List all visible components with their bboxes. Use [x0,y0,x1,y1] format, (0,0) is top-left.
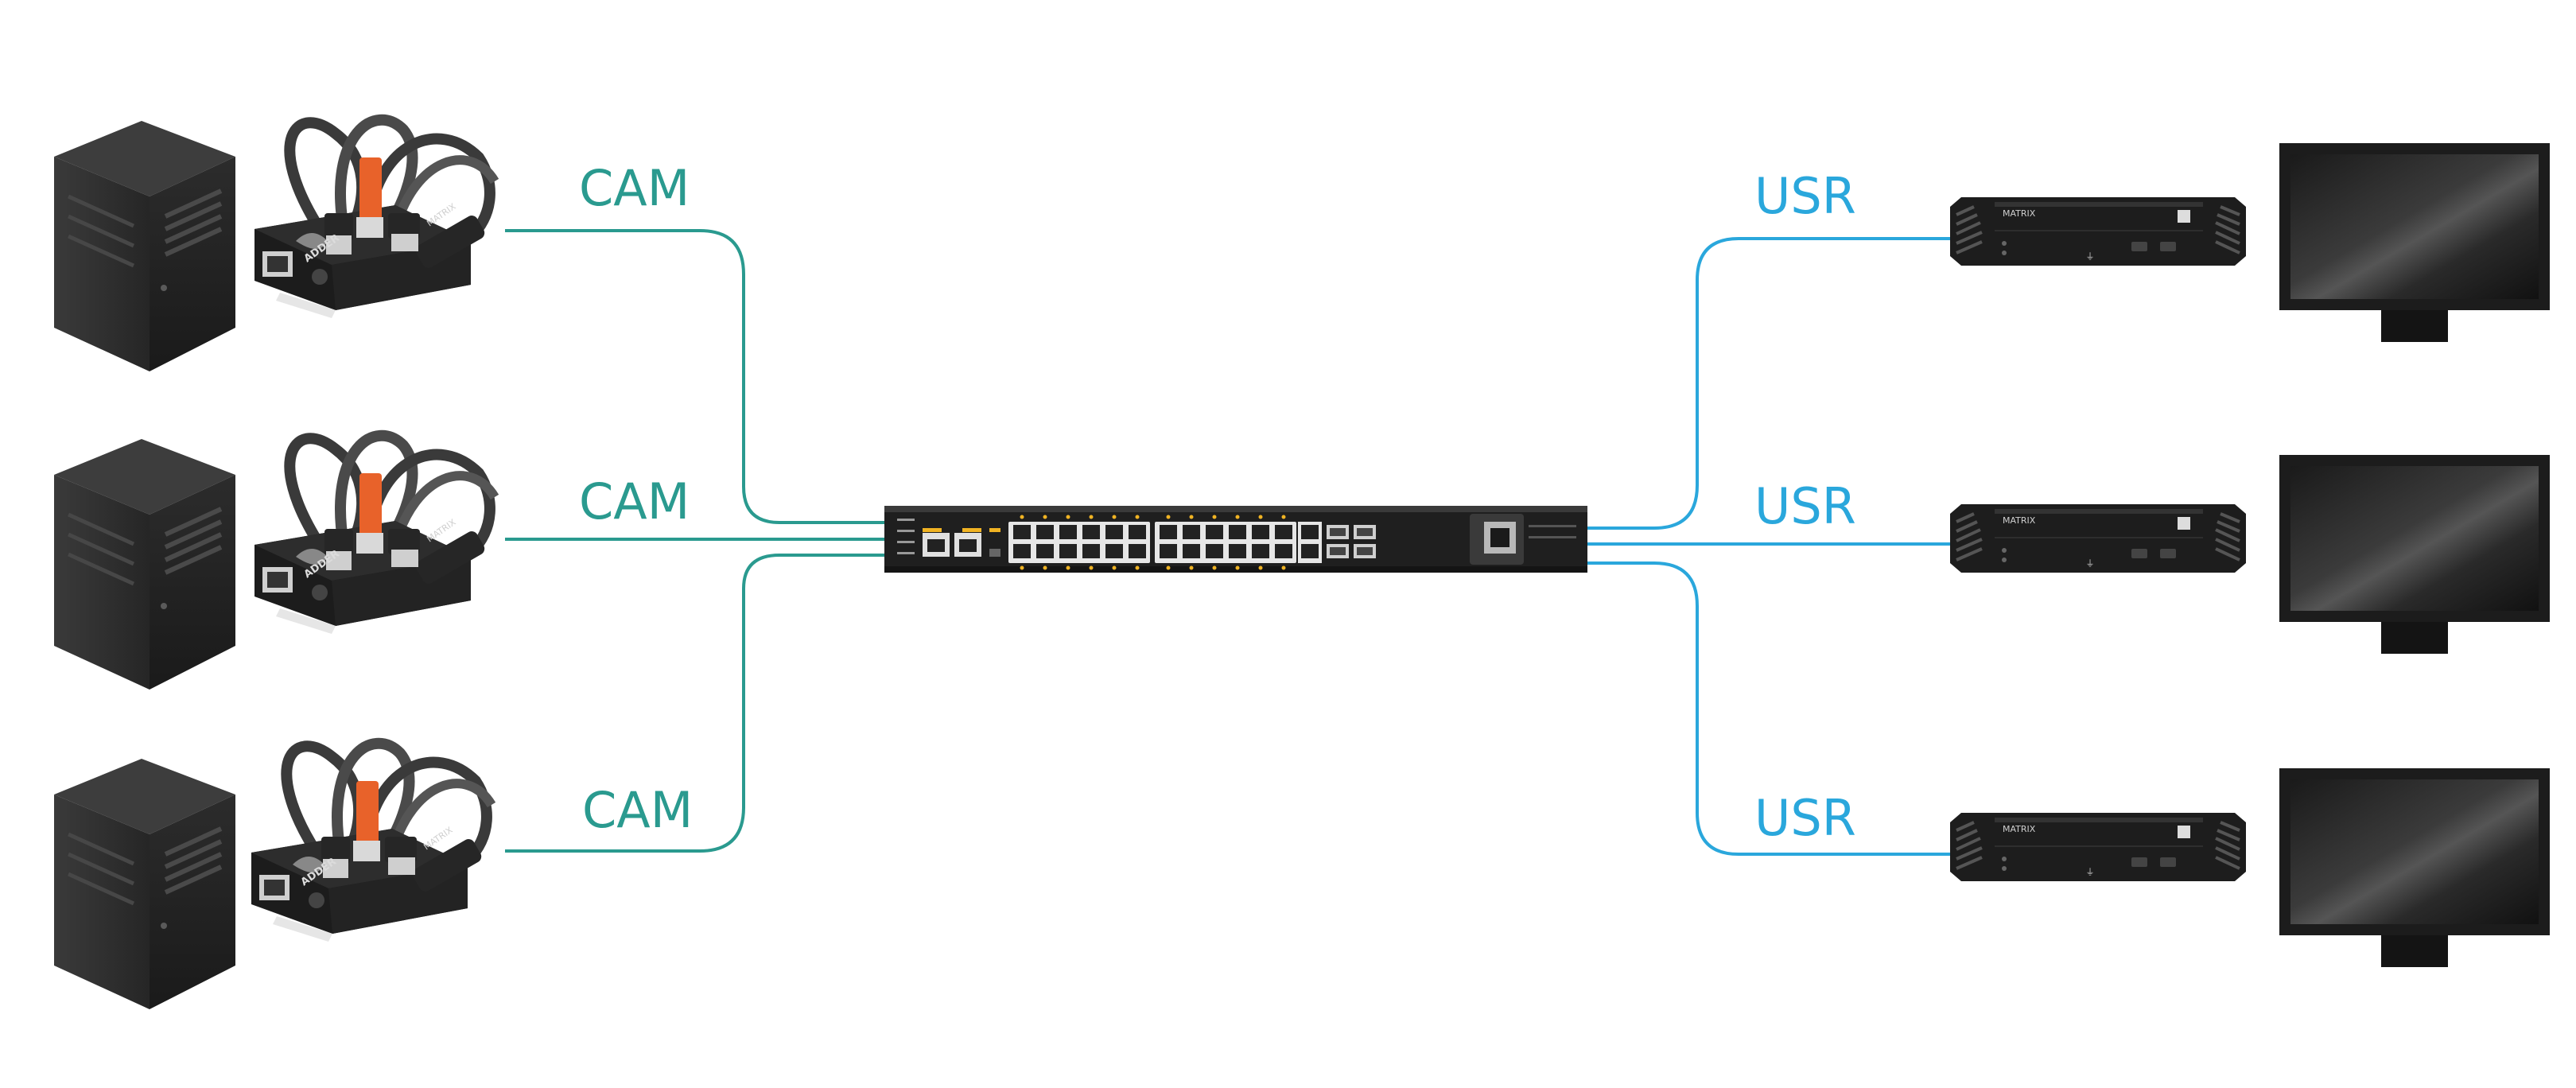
computer-tower-icon [54,121,235,371]
usr-receiver-icon [1949,503,2248,574]
cam-line-3 [505,554,884,853]
cam-transmitter-icon [254,436,495,634]
transmitter-model-text: MATRIX [425,517,458,545]
monitor-icon [2279,143,2550,342]
computer-tower-icon [54,439,235,690]
usr-receiver-icon [1949,196,2248,267]
usr-receiver-icon [1949,811,2248,883]
cam-transmitter-icon [251,744,491,942]
usr-label-1: USR [1754,167,1856,225]
receiver-model-text: MATRIX [2003,515,2036,526]
network-switch-icon [884,506,1587,573]
monitor-icon [2279,768,2550,967]
receiver-model-text: MATRIX [2003,208,2036,219]
usr-label-3: USR [1754,789,1856,847]
cam-connection-lines [505,229,884,853]
cam-label-3: CAM [582,781,693,839]
cam-label-1: CAM [579,159,690,217]
cam-label-2: CAM [579,472,690,530]
monitor-icon [2279,455,2550,654]
usr-connection-lines [1587,237,1956,856]
cam-transmitter-icon [254,120,495,318]
usr-label-2: USR [1754,477,1856,535]
cam-line-1 [505,229,884,524]
receiver-model-labels: MATRIX MATRIX MATRIX [2003,208,2036,834]
transmitter-model-text: MATRIX [422,825,455,853]
usr-line-3 [1587,561,1956,856]
transmitter-model-text: MATRIX [425,201,458,229]
receiver-model-text: MATRIX [2003,824,2036,834]
usr-line-1 [1587,237,1956,530]
computer-tower-icon [54,759,235,1009]
